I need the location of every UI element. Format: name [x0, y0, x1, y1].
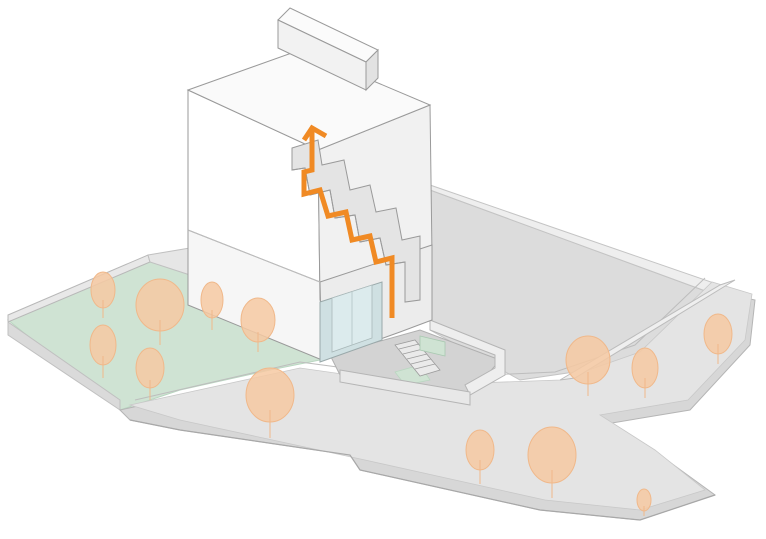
courtyard-wall-front: [339, 369, 471, 406]
tree-icon: [240, 297, 276, 352]
sunken-courtyard: [329, 319, 506, 406]
tree-icon: [245, 367, 295, 438]
floor-line: [187, 229, 321, 283]
tree-icon: [527, 426, 577, 498]
building-tower: [186, 7, 433, 363]
tree-icon: [135, 278, 185, 345]
tree-icon: [200, 281, 224, 330]
tower-roof: [186, 49, 432, 151]
tree-icon: [135, 347, 165, 400]
tree-icon: [631, 347, 659, 398]
rooftop-mechanical-box: [277, 7, 379, 92]
tree-icon: [636, 488, 652, 516]
tree-icon: [703, 313, 733, 364]
tree-icon: [565, 335, 611, 396]
tree-icon: [465, 429, 495, 484]
circulation-arrow-icon: [301, 124, 395, 318]
trees: [89, 271, 733, 516]
walkway-curb: [129, 419, 716, 521]
courtyard-stair: [394, 339, 441, 377]
courtyard-planter: [419, 335, 446, 357]
tree-icon: [89, 324, 117, 378]
tree-icon: [90, 271, 116, 318]
glass-entry: [319, 281, 383, 363]
courtyard-wall-right: [429, 319, 506, 396]
